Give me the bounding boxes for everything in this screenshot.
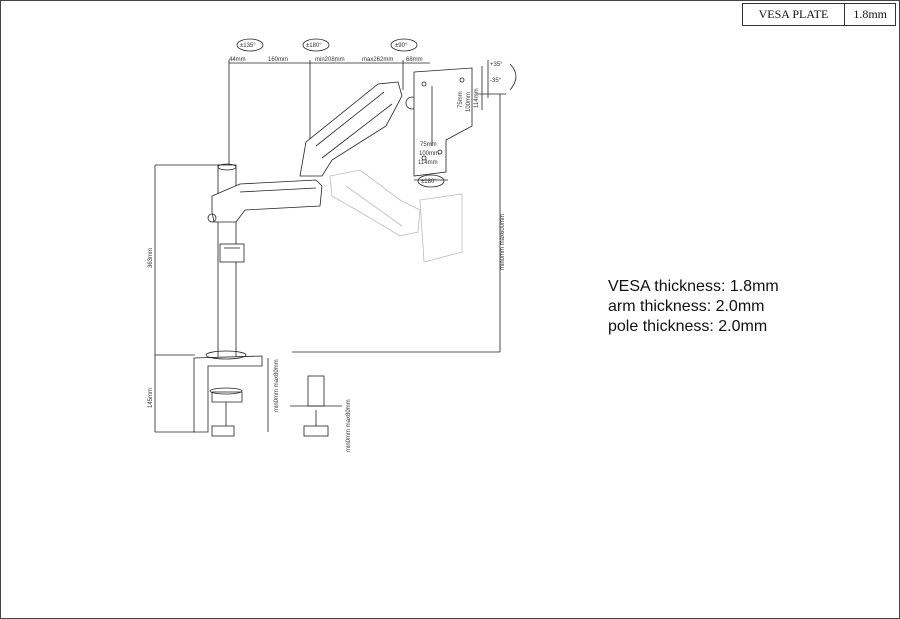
vesa-v-75: 75mm — [458, 91, 464, 108]
rotation-icon-3 — [390, 38, 418, 52]
note-arm-thickness: arm thickness: 2.0mm — [608, 298, 765, 315]
title-block-label: VESA PLATE — [758, 7, 829, 21]
dim-363: 363mm — [148, 248, 154, 268]
note-pole-thickness: pole thickness: 2.0mm — [608, 318, 768, 335]
spec-notes: VESA thickness: 1.8mm arm thickness: 2.0… — [608, 277, 779, 337]
tilt-down-label: -35° — [490, 78, 502, 84]
rotation-icon-2 — [302, 38, 330, 52]
dim-44: 44mm — [229, 57, 246, 63]
vesa-h-75: 75mm — [420, 142, 437, 148]
rotation-label-2: ±180° — [306, 43, 322, 49]
rotation-icon-1 — [236, 38, 264, 52]
dim-68: 68mm — [406, 57, 423, 63]
base-flange — [205, 350, 247, 360]
pole-collar — [219, 243, 245, 263]
note-vesa-thickness: VESA thickness: 1.8mm — [608, 278, 779, 295]
pole-cap — [217, 163, 237, 171]
tilt-up-label: +35° — [490, 62, 503, 68]
rotation-label-4: ±180° — [421, 179, 437, 185]
upper-arm — [299, 81, 403, 177]
vesa-plate — [413, 67, 473, 177]
dim-160: 160mm — [268, 57, 288, 63]
vesa-h-100: 100mm — [419, 151, 439, 157]
clamp-knob — [211, 425, 235, 437]
rotation-icon-4 — [417, 174, 445, 188]
grommet-post — [307, 375, 325, 407]
vesa-v-114: 114mm — [474, 88, 480, 108]
title-block: VESA PLATE 1.8mm — [741, 3, 896, 26]
dim-clamp-range: min0mm max80mm — [274, 359, 280, 412]
dim-max262: max262mm — [362, 57, 393, 63]
dim-min208: min208mm — [315, 57, 345, 63]
dim-reach: min0mm max600mm — [500, 214, 506, 270]
dim-grommet-range: min0mm max80mm — [346, 399, 352, 452]
vesa-h-114: 114mm — [418, 160, 438, 166]
grommet-knob — [303, 425, 329, 437]
dim-145: 145mm — [148, 388, 154, 408]
tilt-arc-icon — [509, 63, 517, 91]
arm-knob — [207, 213, 217, 223]
vesa-v-100: 100mm — [466, 92, 472, 112]
lower-arm — [211, 179, 323, 223]
rotation-label-3: ±90° — [395, 43, 408, 49]
rotation-label-1: ±135° — [240, 43, 256, 49]
alt-position-ghost — [329, 169, 463, 263]
title-block-value: 1.8mm — [844, 4, 895, 25]
clamp-plate — [211, 391, 243, 403]
